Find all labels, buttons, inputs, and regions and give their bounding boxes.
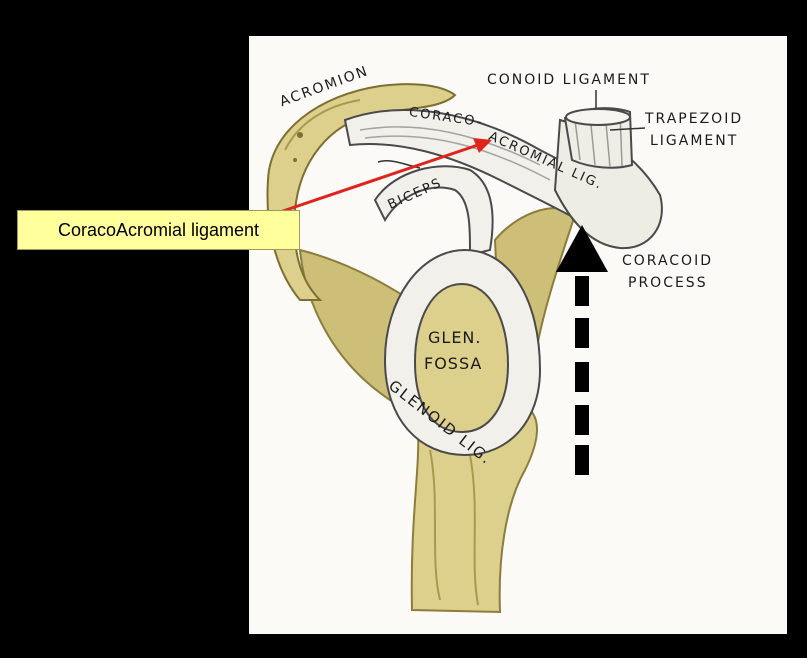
coracoid-label-line2: PROCESS <box>628 275 708 291</box>
glen-fossa-label-line1: GLEN. <box>428 328 482 347</box>
callout-box: CoracoAcromial ligament <box>17 210 300 250</box>
trapezoid-label-line1: TRAPEZOID <box>645 111 744 127</box>
red-pointer-arrowhead <box>473 138 492 153</box>
trapezoid-leader <box>609 127 646 131</box>
red-pointer-line <box>279 143 479 214</box>
glen-fossa-label-line2: FOSSA <box>424 354 483 373</box>
conoid-ligament-label: CONOID LIGAMENT <box>487 72 651 88</box>
biceps-tendon <box>373 165 494 257</box>
glenoid-fossa <box>413 282 510 434</box>
coracoid-label-line1: CORACOID <box>622 253 713 269</box>
dashed-up-arrow-icon <box>556 225 608 475</box>
trapezoid-label-line2: LIGAMENT <box>650 133 739 149</box>
